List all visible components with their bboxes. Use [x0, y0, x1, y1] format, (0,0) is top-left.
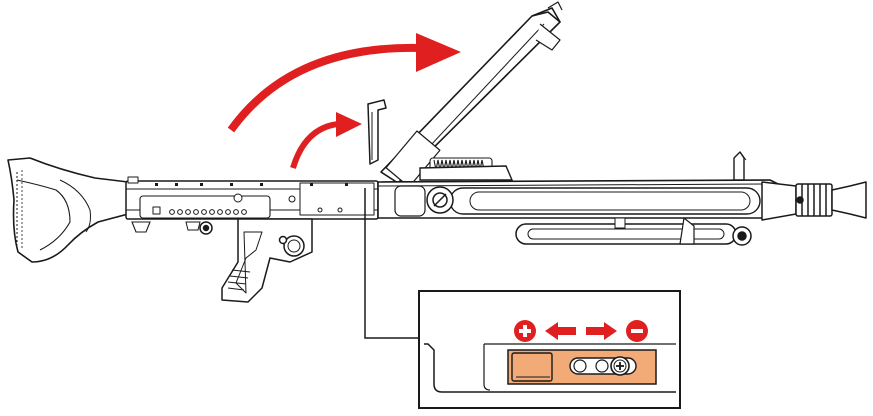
- buttstock: [7, 157, 129, 263]
- muzzle-booster: [761, 181, 867, 221]
- rate-adjuster-slider: [507, 349, 657, 385]
- receiver: [125, 176, 379, 220]
- arrow-left-icon: [545, 322, 576, 340]
- detail-inset: [418, 290, 681, 409]
- plus-circle-icon: [514, 320, 536, 342]
- cover-latch-spring: [419, 157, 514, 181]
- receiver-vent-holes: [169, 193, 343, 215]
- feed-tray-plate: [367, 99, 387, 165]
- trigger-guard-area: [131, 221, 305, 257]
- callout-leader-line: [364, 188, 427, 339]
- small-curved-arrow: [290, 112, 362, 169]
- bipod: [515, 217, 752, 246]
- feed-cover-open: [380, 1, 563, 188]
- jacket-ring: [394, 185, 454, 217]
- receiver-rail-rivets: [155, 183, 348, 186]
- large-curved-arrow: [227, 33, 461, 133]
- arrow-right-icon: [586, 322, 617, 340]
- pistol-grip: [221, 218, 313, 303]
- front-sight: [733, 151, 747, 181]
- barrel-jacket: [377, 179, 783, 219]
- screw-icon: [610, 356, 630, 376]
- minus-circle-icon: [626, 320, 648, 342]
